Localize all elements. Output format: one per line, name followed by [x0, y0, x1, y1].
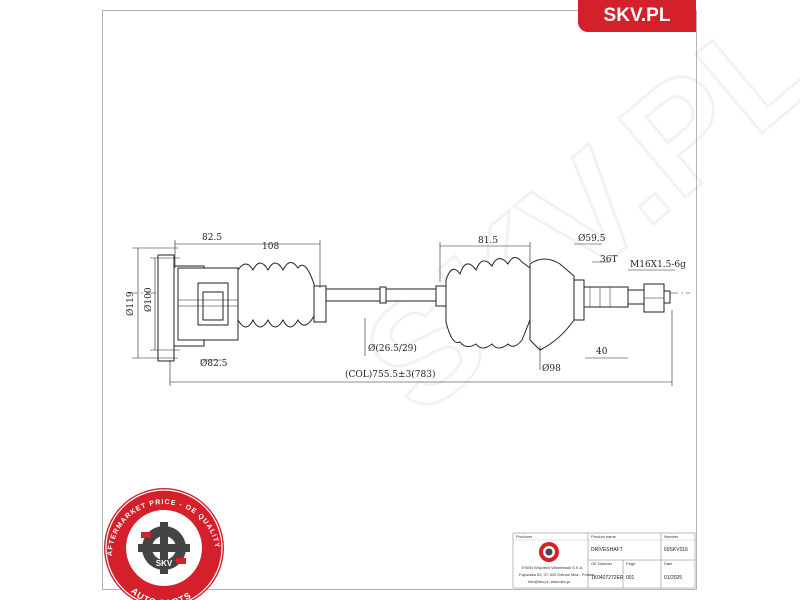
inner-flange: [157, 254, 175, 362]
number-label: Number: [664, 534, 679, 539]
page-value: 001: [626, 575, 635, 581]
company-label: Producer: [516, 534, 533, 539]
dim-phi-59-5: Ø59.5: [578, 233, 606, 244]
dim-phi-100: Ø100: [143, 287, 154, 312]
oe-label: OE Number: [591, 561, 613, 566]
dim-length: (COL)755.5±3(783): [345, 369, 436, 380]
dim-thread: M16X1.5-6g: [630, 260, 686, 270]
dim-108: 108: [262, 242, 279, 252]
oe-value: 1K0407272ER: [591, 575, 624, 581]
title-block: [512, 532, 696, 589]
company-contact: info@skv.pl, www.skv.pl: [528, 579, 570, 584]
drawing-frame: [102, 10, 697, 590]
dim-81-5: 81.5: [478, 236, 498, 246]
date-label: Date: [664, 561, 673, 566]
company-address: Fajowska 63, 07-300 Ostrów Maz., Poland: [519, 572, 594, 577]
gear-icon: [138, 522, 190, 574]
inner-boot: [237, 262, 315, 328]
dim-40: 40: [596, 347, 608, 357]
title-block-logo: [539, 542, 559, 562]
dimension-lines: [132, 240, 675, 386]
page-label: Page: [626, 561, 636, 566]
quality-seal: AFTERMARKET PRICE - OE QUALITY AUTO PART…: [104, 488, 224, 600]
dim-phi-119: Ø119: [125, 291, 136, 316]
dim-phi-98: Ø98: [542, 363, 561, 374]
skv-logo: SKV.PL: [578, 0, 696, 32]
spline-stub: [583, 286, 629, 308]
number-value: 60SKV016: [664, 547, 688, 553]
date-value: 01/2025: [664, 575, 682, 581]
dim-36t: 36T: [600, 255, 617, 265]
dim-phi-26-5: Ø(26.5/29): [368, 343, 417, 354]
seal-center-text: SKV: [156, 559, 173, 568]
product-name: DRIVESHAFT: [591, 547, 623, 553]
dim-phi-82-5: Ø82.5: [200, 358, 228, 369]
company-name: ESEN Wojciech Wiśniewski S.K.A.: [522, 565, 584, 570]
product-label: Product name: [591, 534, 617, 539]
driveshaft: [128, 254, 690, 362]
dim-82-5-top: 82.5: [202, 233, 222, 243]
